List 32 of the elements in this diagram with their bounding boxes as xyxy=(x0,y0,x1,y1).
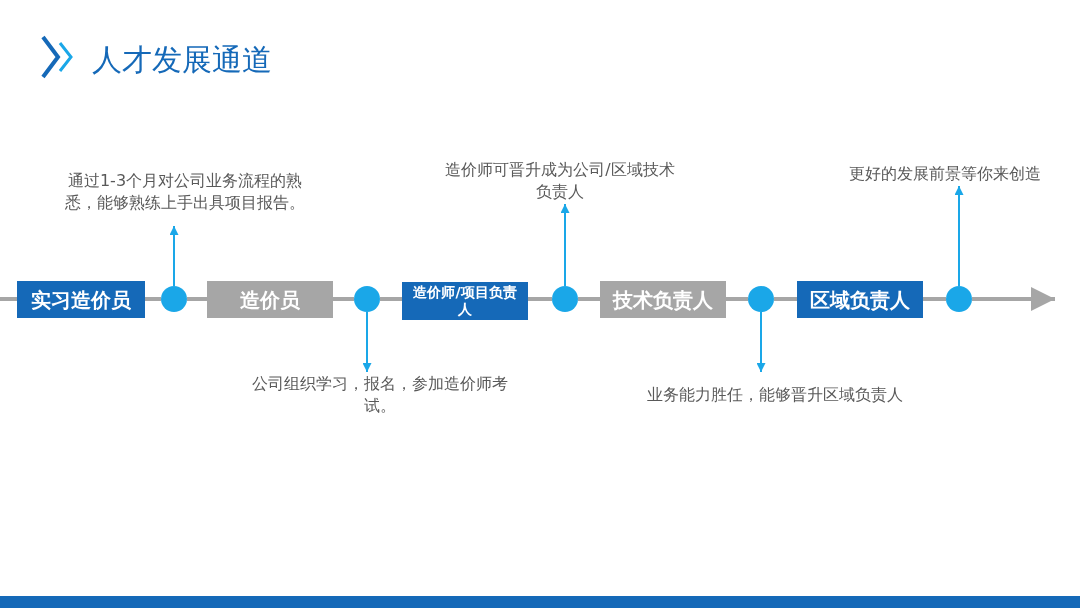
timeline-line xyxy=(187,297,207,301)
callout-text: 通过1-3个月对公司业务流程的熟悉，能够熟练上手出具项目报告。 xyxy=(60,158,310,226)
timeline-line xyxy=(380,297,402,301)
callout-text: 公司组织学习，报名，参加造价师考试。 xyxy=(245,372,515,418)
callout-text: 业务能力胜任，能够晋升区域负责人 xyxy=(640,372,910,418)
milestone-dot xyxy=(946,286,972,312)
timeline-line xyxy=(578,297,600,301)
callout-arrow xyxy=(362,311,372,373)
timeline-line xyxy=(528,297,552,301)
timeline-line xyxy=(972,287,1055,311)
callout-arrow xyxy=(169,225,179,287)
timeline-line xyxy=(923,297,946,301)
milestone-dot xyxy=(552,286,578,312)
callout-arrow xyxy=(756,311,766,373)
slide-title: 人才发展通道 xyxy=(92,41,272,79)
stage-box: 实习造价员 xyxy=(17,281,145,318)
timeline-line xyxy=(0,297,17,301)
stage-box: 技术负责人 xyxy=(600,281,726,318)
timeline-line xyxy=(774,297,797,301)
callout-text: 更好的发展前景等你来创造 xyxy=(820,162,1070,186)
timeline-line xyxy=(145,297,161,301)
callout-arrow xyxy=(560,203,570,287)
stage-box: 造价师/项目负责人 xyxy=(402,282,528,320)
milestone-dot xyxy=(354,286,380,312)
callout-text: 造价师可晋升成为公司/区域技术负责人 xyxy=(440,158,680,204)
stage-box: 区域负责人 xyxy=(797,281,923,318)
callout-arrow xyxy=(954,185,964,287)
timeline-line xyxy=(726,297,748,301)
timeline-line xyxy=(333,297,354,301)
milestone-dot xyxy=(161,286,187,312)
stage-box: 造价员 xyxy=(207,281,333,318)
milestone-dot xyxy=(748,286,774,312)
